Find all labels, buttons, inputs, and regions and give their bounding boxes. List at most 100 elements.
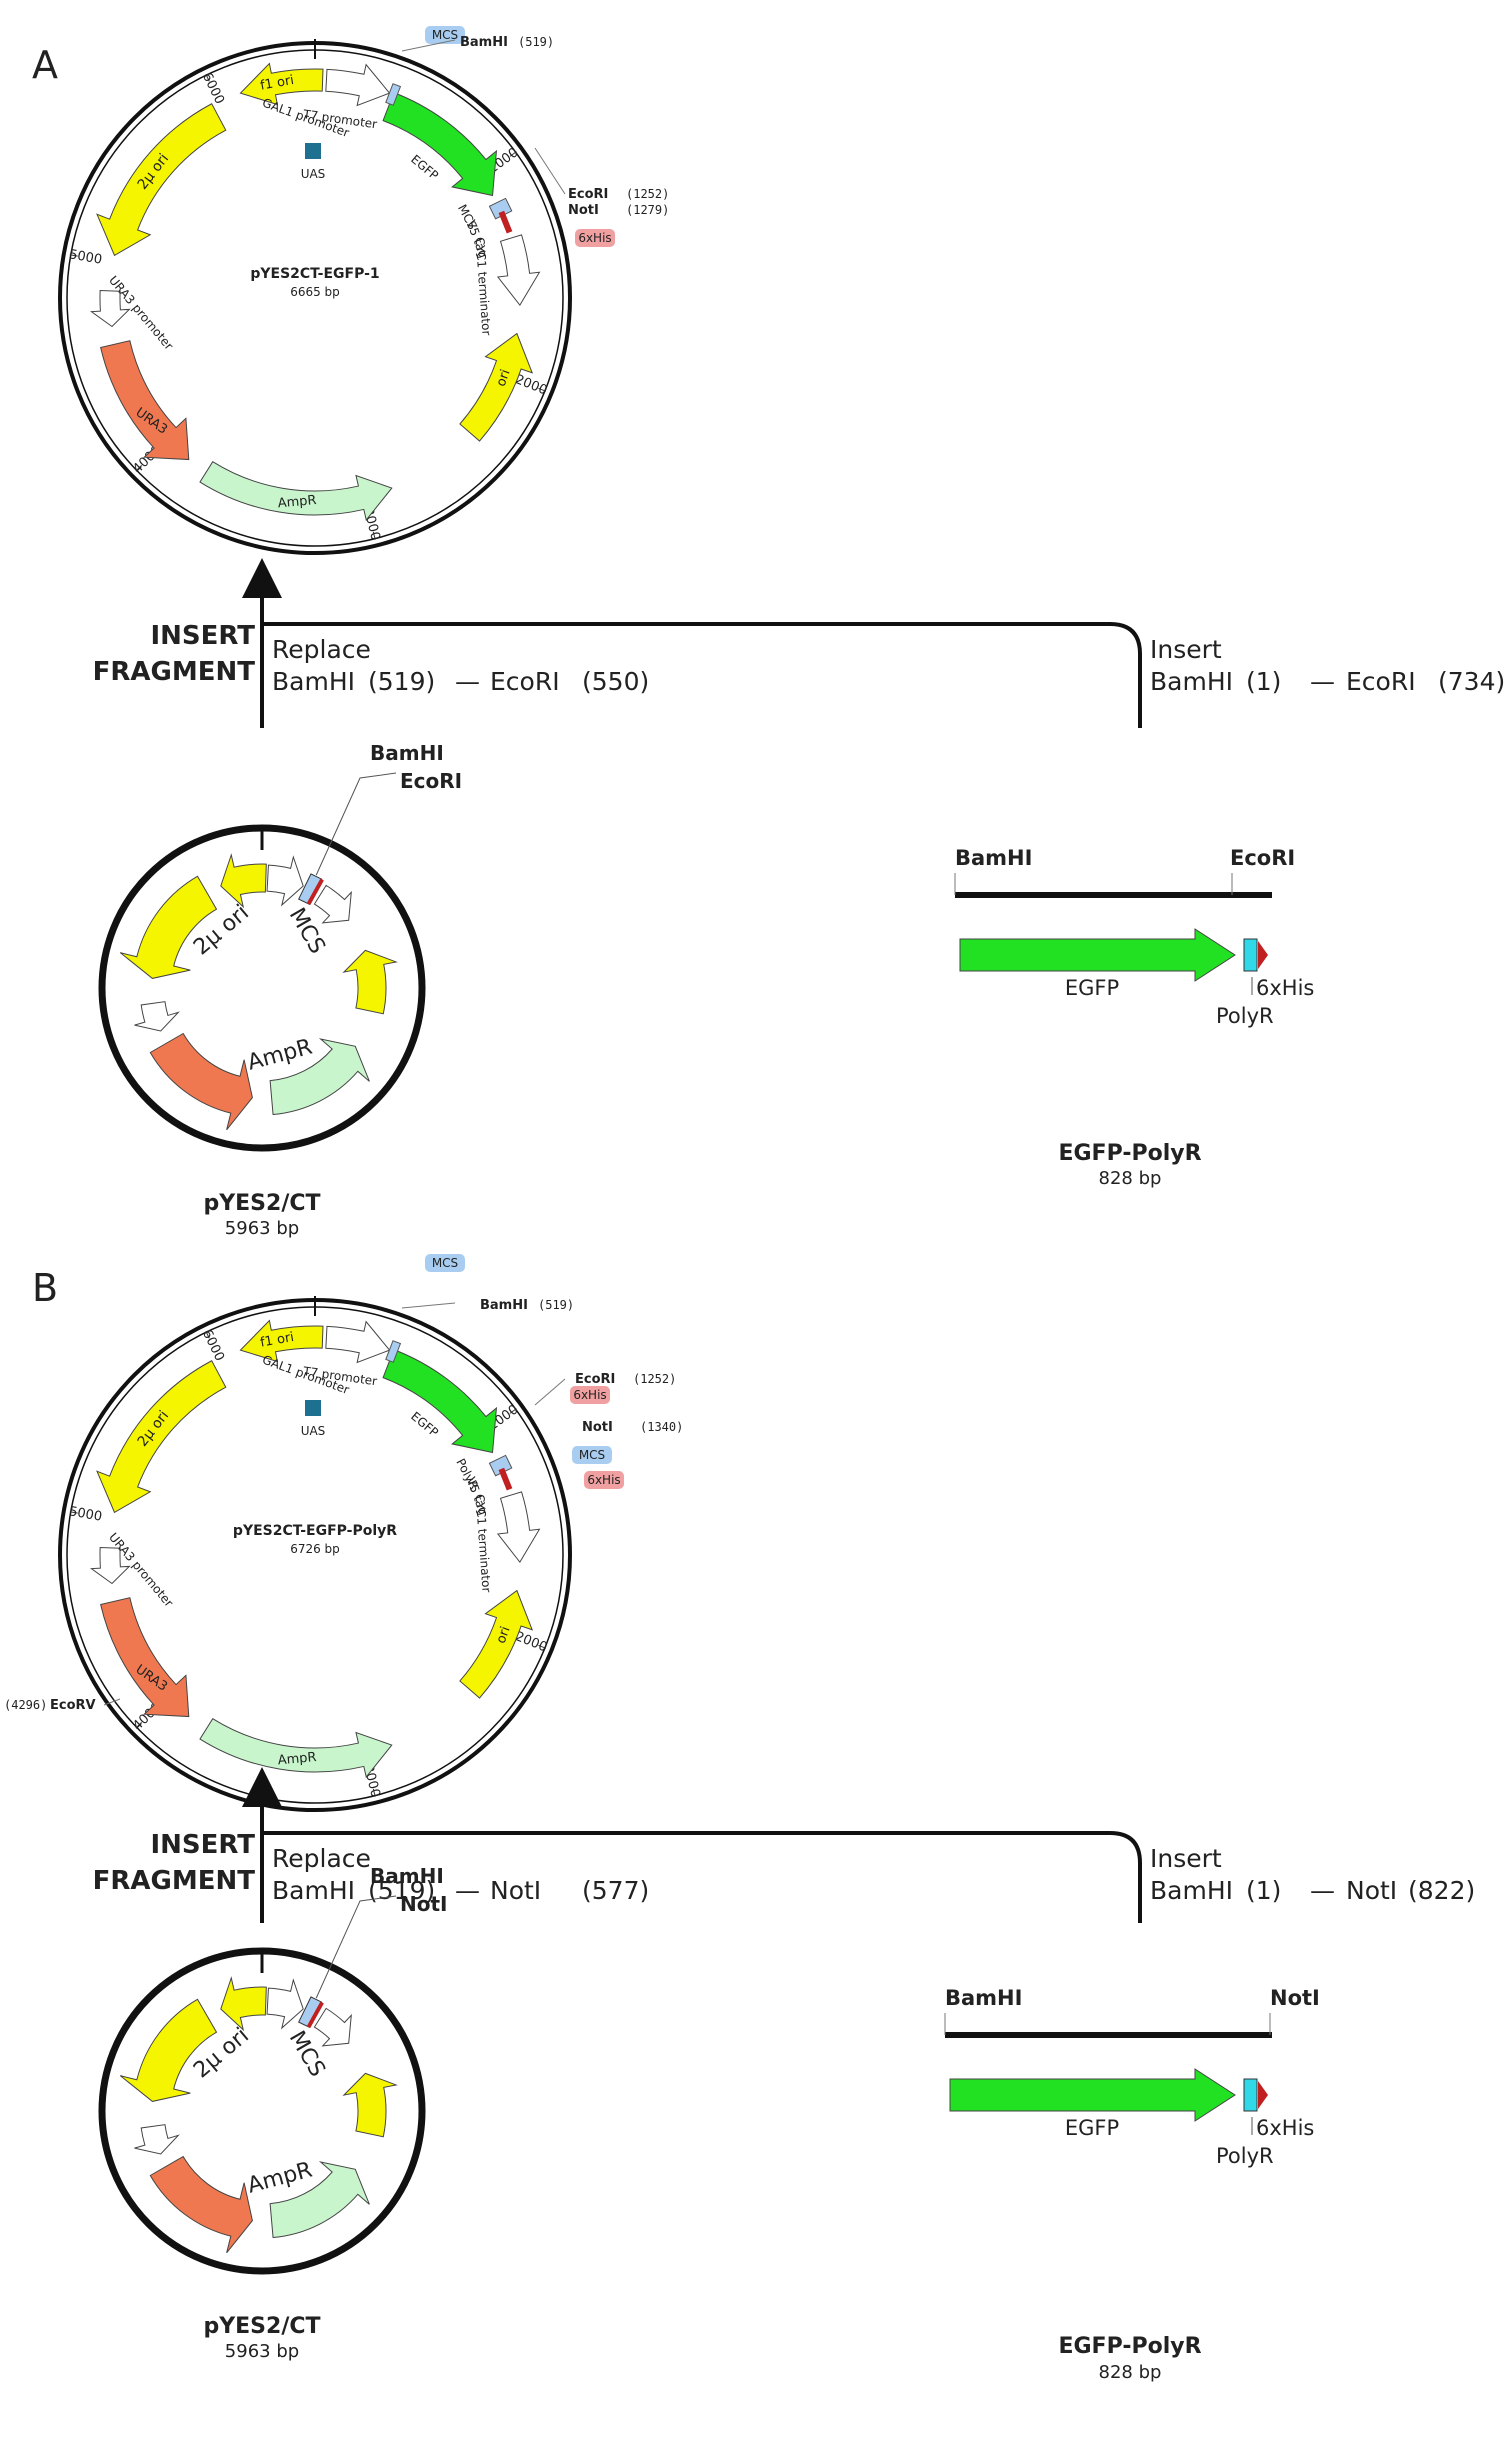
fragment-name: EGFP-PolyR	[1058, 2334, 1201, 2359]
v5-his-bar	[498, 1467, 513, 1491]
fragment-his-label: 6xHis	[1256, 976, 1314, 1000]
ori-label: ori	[494, 1625, 514, 1646]
plasmid-size: 6665 bp	[290, 285, 340, 299]
insert-range-part: —	[1310, 1876, 1335, 1905]
vector-his-bar	[306, 878, 324, 906]
feature-tag	[425, 1254, 465, 1272]
feature-tag-label: MCS	[432, 28, 458, 42]
feature-tag-label: 6xHis	[587, 1473, 620, 1487]
insert-label: Insert	[1150, 635, 1222, 664]
vector-t7-arrow	[266, 855, 304, 907]
scale-tick	[372, 1788, 376, 1797]
scale-tick	[135, 465, 142, 472]
plasmid-name: pYES2CT-EGFP-1	[250, 266, 379, 282]
insert-connector: INSERTFRAGMENTReplaceBamHI(519)—EcoRI(55…	[93, 558, 1505, 728]
scale-tick	[205, 73, 210, 82]
restriction-site-name: EcoRI	[568, 187, 608, 202]
egfp-arrow	[382, 91, 498, 197]
vector-ori-arrow	[342, 949, 398, 1015]
f1-ori-label: f1 ori	[259, 73, 295, 94]
replace-range-part: (519)	[368, 667, 435, 696]
fragment-polyr-box	[1243, 938, 1258, 972]
fragment-polyr-box	[1243, 2078, 1258, 2112]
fragment-his-label: 6xHis	[1256, 2116, 1314, 2140]
insert-range-part: EcoRI	[1346, 667, 1416, 696]
feature-tag-label: MCS	[432, 1256, 458, 1270]
vector-ura3-arrow	[149, 1032, 253, 1131]
insert-range-part: BamHI	[1150, 667, 1233, 696]
fragment-left-site: BamHI	[955, 846, 1032, 870]
ecorv-leader	[103, 1698, 121, 1706]
insert-label: Insert	[1150, 1844, 1222, 1873]
cyc1-label: CYC1 terminator	[473, 237, 494, 336]
cyc1-label: CYC1 terminator	[473, 1494, 494, 1593]
ori-2u-arrow	[96, 103, 227, 257]
vector-size: 5963 bp	[225, 1218, 299, 1239]
feature-tag	[425, 26, 465, 44]
vector-ura3p-arrow	[134, 1001, 180, 1032]
vector-name: pYES2/CT	[203, 1191, 320, 1216]
scale-tick	[538, 1644, 547, 1649]
cyc1-terminator-arrow	[496, 234, 541, 307]
plasmid-name: pYES2CT-EGFP-PolyR	[233, 1523, 397, 1539]
feature-tag	[575, 229, 615, 247]
scale-tick	[69, 254, 78, 257]
replace-range-part: (519)	[368, 1876, 435, 1905]
restriction-site-name: BamHI	[460, 35, 508, 50]
vector-cyc1-arrow	[313, 884, 352, 924]
ampr-arrow	[199, 460, 393, 522]
feature-tag	[572, 1446, 612, 1464]
insert-range-part: (1)	[1246, 1876, 1281, 1905]
mcs-start-bar	[385, 83, 402, 106]
restriction-site-name: NotI	[568, 203, 599, 218]
egfp-label: EGFP	[408, 1409, 441, 1440]
scale-label: 6000	[199, 70, 227, 106]
insert-range-part: BamHI	[1150, 1876, 1233, 1905]
connector-bracket	[262, 622, 1142, 728]
ori-arrow	[459, 332, 534, 442]
vector-ampr-arrow	[269, 2161, 370, 2239]
replace-range-part: EcoRI	[490, 667, 560, 696]
restriction-site-name: BamHI	[480, 1298, 528, 1313]
vector-site-leader	[315, 1895, 397, 1999]
scale-tick	[509, 151, 517, 157]
replace-range-part: —	[455, 667, 480, 696]
ura3-promoter-arrow	[89, 1546, 131, 1585]
vector-f1-arrow	[220, 1976, 267, 2032]
vector-2u-arrow	[119, 875, 218, 979]
ecorv-position: (4296)	[4, 1698, 47, 1712]
restriction-site-name: NotI	[582, 1420, 613, 1435]
restriction-site-position: (1252)	[633, 1372, 676, 1386]
v5-his-bar	[498, 210, 513, 234]
replace-range-part: (577)	[582, 1876, 649, 1905]
vector-mcs-label: MCS	[284, 2027, 330, 2081]
fragment-right-site: NotI	[1270, 1986, 1320, 2010]
scale-tick	[135, 1722, 142, 1729]
replace-range-part: —	[455, 1876, 480, 1905]
egfp-label: EGFP	[408, 152, 441, 183]
feature-tag-label: 6xHis	[578, 231, 611, 245]
replace-label: Replace	[272, 1844, 371, 1873]
vector-his-bar	[306, 2001, 324, 2029]
vector-name: pYES2/CT	[203, 2314, 320, 2339]
fragment-right-site: EcoRI	[1230, 846, 1295, 870]
insert-title-line2: FRAGMENT	[93, 657, 256, 687]
f1-ori-arrow	[239, 62, 324, 106]
plasmid-size: 6726 bp	[290, 1542, 340, 1556]
scale-label: 5000	[68, 247, 103, 268]
insert-range-part: —	[1310, 667, 1335, 696]
ampr-label: AmpR	[277, 1750, 317, 1768]
replace-range-part: (550)	[582, 667, 649, 696]
ecorv-name: EcoRV	[50, 1698, 96, 1713]
vector-ura3p-arrow	[134, 2124, 180, 2155]
vector-cyc1-arrow	[313, 2007, 352, 2047]
insert-title-line1: INSERT	[150, 621, 255, 651]
scale-label: 5000	[68, 1504, 103, 1525]
uas-label: UAS	[301, 167, 326, 181]
